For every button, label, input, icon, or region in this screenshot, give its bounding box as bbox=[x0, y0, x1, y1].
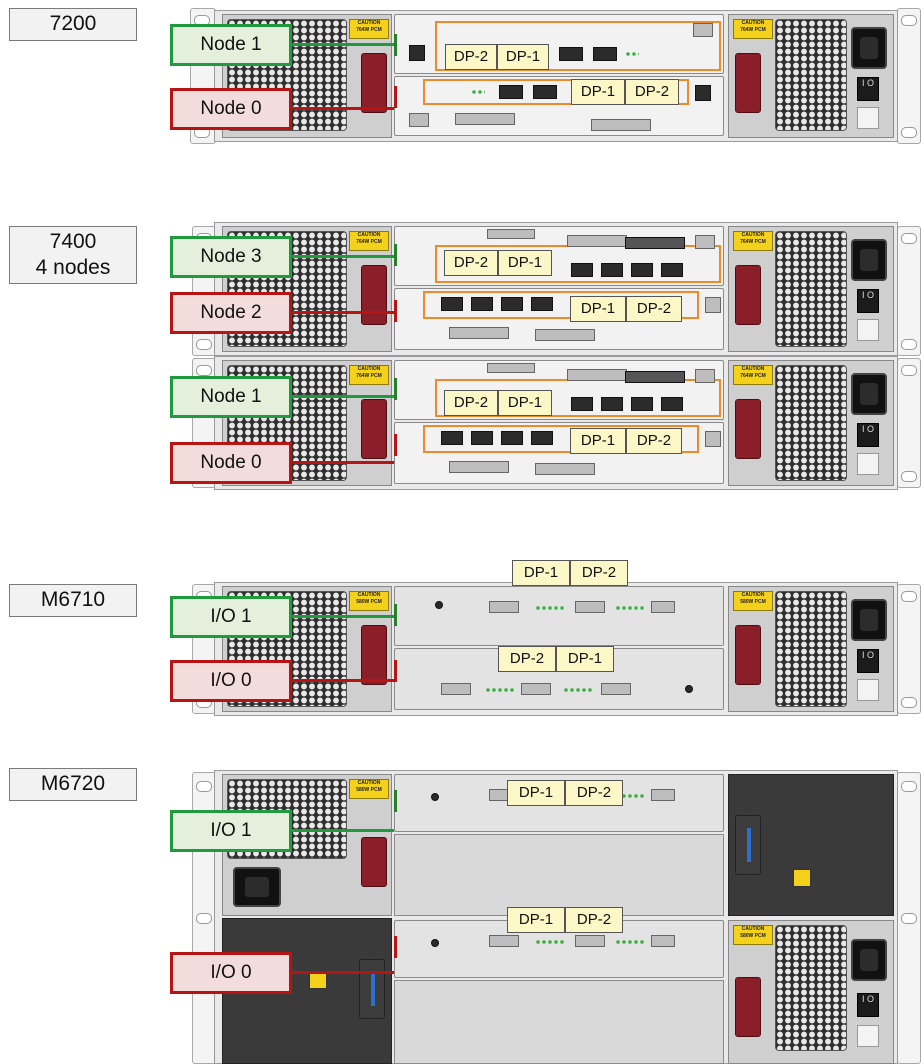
eth-port[interactable] bbox=[409, 113, 429, 127]
dp-1-label-node0: DP-1 bbox=[570, 428, 626, 454]
io-blank-panel bbox=[394, 834, 724, 916]
callout-node-3: Node 3 bbox=[170, 236, 292, 278]
port-highlight bbox=[423, 79, 689, 105]
dp-1-label-io1: DP-1 bbox=[507, 780, 565, 806]
callout-io-0: I/O 0 bbox=[170, 660, 292, 702]
port-highlight bbox=[435, 21, 721, 71]
callout-io-1: I/O 1 bbox=[170, 596, 292, 638]
psu-release-handle[interactable] bbox=[361, 625, 387, 685]
dp-2-label-io0: DP-2 bbox=[498, 646, 556, 672]
callout-node-0: Node 0 bbox=[170, 88, 292, 130]
power-switch[interactable]: I O bbox=[857, 289, 879, 313]
model-label-7200: 7200 bbox=[9, 8, 137, 41]
power-switch[interactable]: I O bbox=[857, 423, 879, 447]
psu-release-handle[interactable] bbox=[735, 53, 761, 113]
dp-2-label-node0: DP-2 bbox=[625, 79, 679, 105]
node-1-controller bbox=[394, 14, 724, 74]
power-inlet bbox=[851, 239, 887, 281]
psu-release-handle[interactable] bbox=[361, 53, 387, 113]
dp-2-label-node3: DP-2 bbox=[444, 250, 498, 276]
power-switch[interactable]: I O bbox=[857, 993, 879, 1017]
power-inlet bbox=[851, 939, 887, 981]
callout-node-1: Node 1 bbox=[170, 24, 292, 66]
dp-2-label-node1: DP-2 bbox=[445, 44, 497, 70]
eth-port[interactable] bbox=[693, 23, 713, 37]
dp-2-label-node1: DP-2 bbox=[444, 390, 498, 416]
psu-release-handle[interactable] bbox=[735, 977, 761, 1037]
callout-node-1: Node 1 bbox=[170, 376, 292, 418]
dp-2-label-node2: DP-2 bbox=[626, 296, 682, 322]
dp-1-label-io0: DP-1 bbox=[556, 646, 614, 672]
power-inlet bbox=[851, 27, 887, 69]
dp-2-label-io1: DP-2 bbox=[570, 560, 628, 586]
dp-1-label-node2: DP-1 bbox=[570, 296, 626, 322]
dp-1-label-node3: DP-1 bbox=[498, 250, 552, 276]
mgmt-port[interactable] bbox=[409, 45, 425, 61]
callout-node-2: Node 2 bbox=[170, 292, 292, 334]
model-label-m6720: M6720 bbox=[9, 768, 137, 801]
dp-1-label-node0: DP-1 bbox=[571, 79, 625, 105]
dp-1-label-io0: DP-1 bbox=[507, 907, 565, 933]
callout-io-1: I/O 1 bbox=[170, 810, 292, 852]
model-label-m6710: M6710 bbox=[9, 584, 137, 617]
status-leds bbox=[471, 89, 485, 95]
release-latch[interactable] bbox=[359, 959, 385, 1019]
psu-status-leds bbox=[857, 107, 879, 129]
io-blank-panel bbox=[394, 980, 724, 1064]
power-inlet bbox=[851, 373, 887, 415]
sas-port[interactable] bbox=[533, 85, 557, 99]
dp-1-label-io1: DP-1 bbox=[512, 560, 570, 586]
psu-release-handle[interactable] bbox=[735, 625, 761, 685]
model-label-7400: 7400 4 nodes bbox=[9, 226, 137, 284]
model-label-7400-line2: 4 nodes bbox=[35, 256, 111, 279]
psu-fan-grille bbox=[775, 19, 847, 131]
psu-release-handle[interactable] bbox=[361, 399, 387, 459]
dp-2-label-io1: DP-2 bbox=[565, 780, 623, 806]
callout-io-0: I/O 0 bbox=[170, 952, 292, 994]
dp-2-label-node0: DP-2 bbox=[626, 428, 682, 454]
dp-1-label-node1: DP-1 bbox=[497, 44, 549, 70]
sas-internal-port[interactable] bbox=[455, 113, 515, 125]
psu-release-handle[interactable] bbox=[361, 837, 387, 887]
psu-release-handle[interactable] bbox=[735, 265, 761, 325]
power-inlet bbox=[233, 867, 281, 907]
callout-node-0: Node 0 bbox=[170, 442, 292, 484]
release-latch[interactable] bbox=[735, 815, 761, 875]
sas-port[interactable] bbox=[593, 47, 617, 61]
sas-port[interactable] bbox=[559, 47, 583, 61]
sas-port[interactable] bbox=[499, 85, 523, 99]
dp-1-label-node1: DP-1 bbox=[498, 390, 552, 416]
power-switch[interactable]: I O bbox=[857, 649, 879, 673]
power-switch[interactable]: I O bbox=[857, 77, 879, 101]
model-label-7400-line1: 7400 bbox=[49, 230, 97, 253]
rack-ear-right bbox=[897, 8, 921, 144]
psu-release-handle[interactable] bbox=[361, 265, 387, 325]
status-leds bbox=[625, 51, 639, 57]
io-module-1 bbox=[394, 586, 724, 646]
sas-internal-port[interactable] bbox=[591, 119, 651, 131]
power-inlet bbox=[851, 599, 887, 641]
psu-release-handle[interactable] bbox=[735, 399, 761, 459]
dp-2-label-io0: DP-2 bbox=[565, 907, 623, 933]
fan-blank-upper-right bbox=[728, 774, 894, 916]
mgmt-port[interactable] bbox=[695, 85, 711, 101]
